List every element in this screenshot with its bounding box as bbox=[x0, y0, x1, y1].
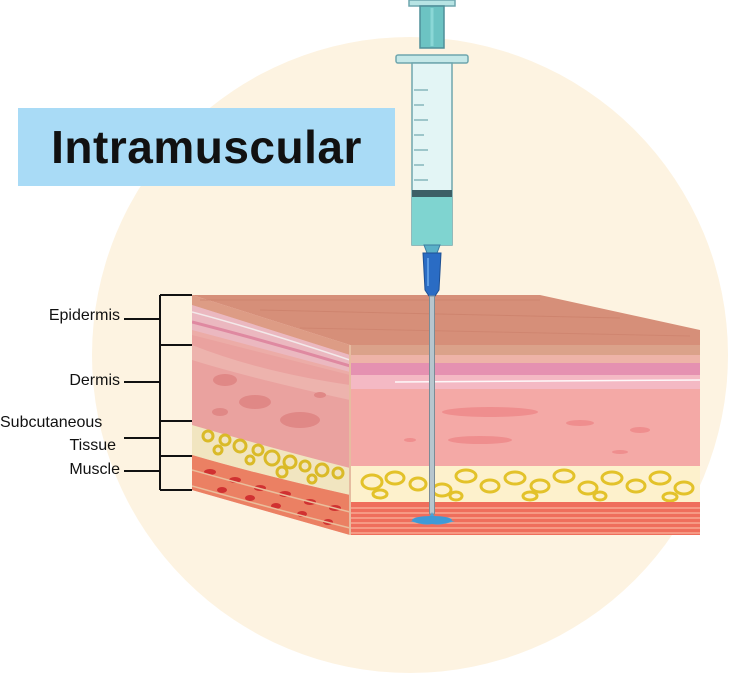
label-subcutaneous-line2: Tissue bbox=[69, 437, 116, 454]
syringe-icon bbox=[395, 0, 469, 297]
injection-droplet bbox=[412, 516, 452, 524]
label-dermis: Dermis bbox=[69, 372, 120, 389]
layer-bracket bbox=[124, 294, 192, 491]
label-muscle: Muscle bbox=[69, 461, 120, 478]
label-subcutaneous-line1: Subcutaneous bbox=[0, 414, 103, 431]
page-title: Intramuscular bbox=[51, 121, 362, 173]
needle-icon bbox=[410, 295, 455, 525]
skin-block-top-face bbox=[192, 295, 700, 345]
skin-block-left-face bbox=[192, 295, 350, 535]
label-epidermis: Epidermis bbox=[48, 307, 120, 324]
title-box bbox=[18, 108, 395, 186]
skin-block-front-face bbox=[350, 345, 700, 535]
